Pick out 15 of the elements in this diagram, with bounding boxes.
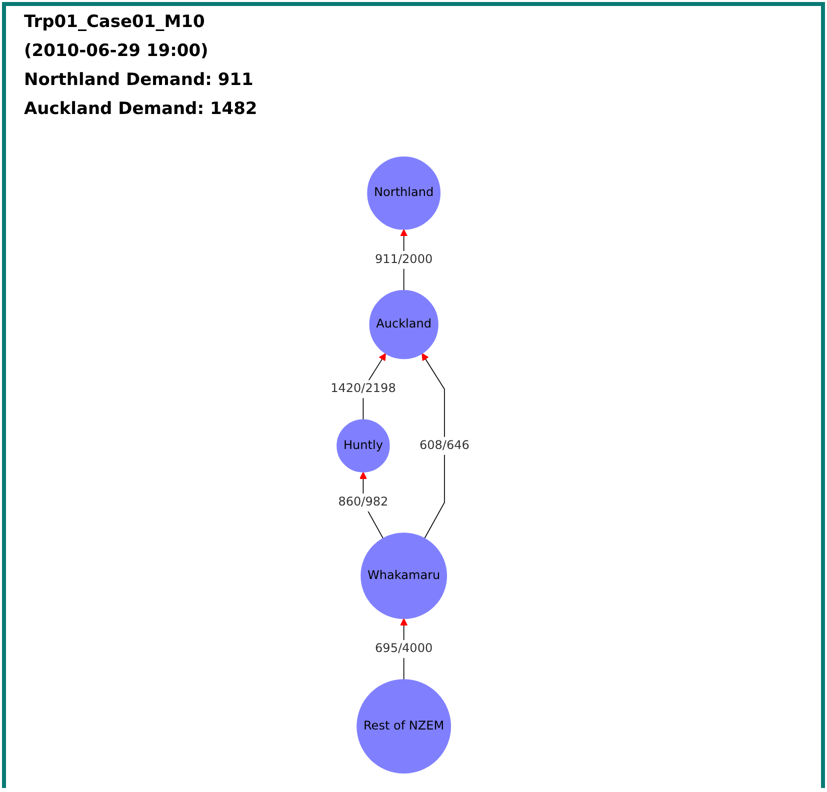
node-circle: Auckland — [369, 290, 438, 360]
diagram-title: Trp01_Case01_M10 — [24, 11, 206, 34]
edge-label: 911/2000 — [375, 252, 433, 266]
edge-label: 695/4000 — [375, 642, 433, 656]
node-circle: Rest of NZEM — [356, 679, 452, 774]
edge-label: 1420/2198 — [330, 382, 396, 396]
info-text: Auckland Demand: 1482 — [24, 98, 258, 121]
info-text: (2010-06-29 19:00) — [24, 40, 210, 63]
node-circle: Huntly — [336, 419, 390, 472]
edge-label: 608/646 — [419, 438, 470, 452]
edge-label: 860/982 — [338, 495, 388, 509]
node-circle: Northland — [367, 156, 440, 230]
arrow — [422, 353, 445, 539]
info-text: Northland Demand: 911 — [24, 69, 254, 92]
node-circle: Whakamaru — [360, 532, 448, 619]
